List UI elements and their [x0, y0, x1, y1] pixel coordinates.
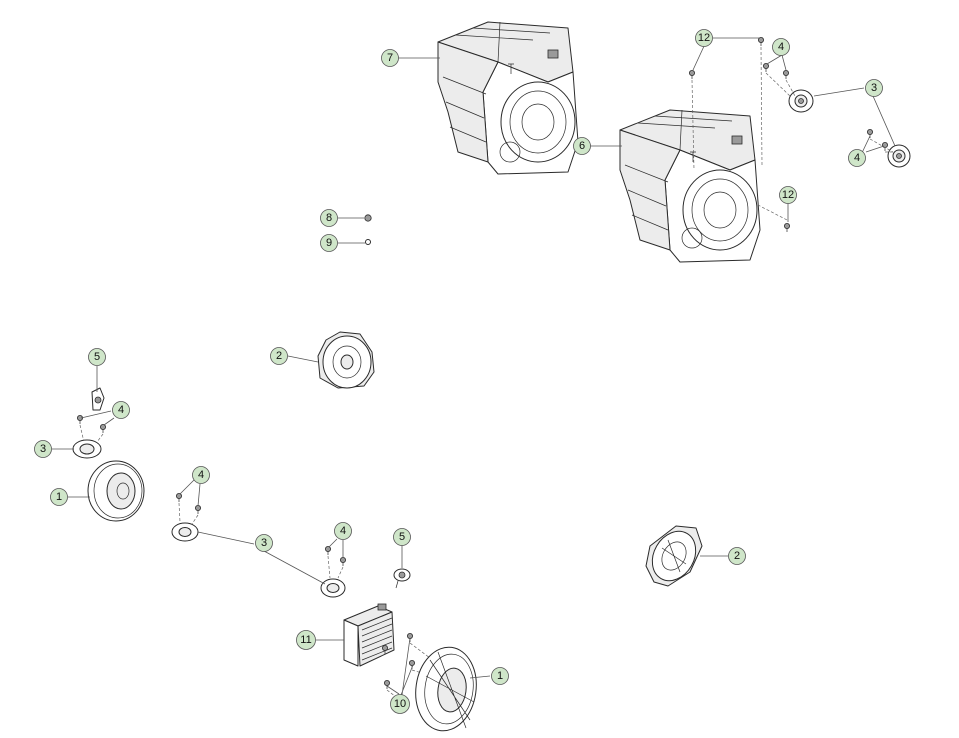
callout-1: 1 — [491, 667, 509, 685]
svg-text:6: 6 — [579, 140, 585, 152]
door-speaker-right — [415, 646, 477, 732]
callout-9: 9 — [320, 234, 338, 252]
tweeter-bracket-center — [393, 568, 411, 589]
callout-2: 2 — [728, 547, 746, 565]
screw-4-b — [783, 70, 789, 80]
callout-10: 10 — [390, 694, 410, 714]
svg-text:2: 2 — [734, 550, 740, 562]
svg-text:5: 5 — [94, 351, 100, 363]
tweeter-right-lower — [887, 144, 911, 168]
svg-text:9: 9 — [326, 237, 332, 249]
amplifier — [343, 603, 395, 667]
svg-text:8: 8 — [326, 212, 332, 224]
svg-text:1: 1 — [497, 670, 503, 682]
screw-4-j — [339, 557, 347, 567]
leader-lines — [52, 37, 896, 696]
rear-speaker-right — [645, 525, 703, 587]
callout-1: 1 — [50, 488, 68, 506]
screw-10-d — [383, 680, 391, 690]
rear-speaker-left — [317, 331, 375, 389]
svg-text:3: 3 — [871, 82, 877, 94]
callout-4: 4 — [112, 401, 130, 419]
screw-12-left — [689, 70, 695, 80]
svg-text:3: 3 — [261, 537, 267, 549]
svg-text:4: 4 — [198, 469, 204, 481]
svg-text:12: 12 — [698, 32, 710, 44]
svg-text:4: 4 — [118, 404, 124, 416]
svg-text:2: 2 — [276, 350, 282, 362]
svg-text:10: 10 — [394, 698, 406, 710]
callout-6: 6 — [573, 137, 591, 155]
screw-4-h — [194, 504, 202, 515]
screw-4-f — [100, 423, 106, 434]
callout-12: 12 — [779, 186, 797, 204]
callout-8: 8 — [320, 209, 338, 227]
svg-text:7: 7 — [387, 52, 393, 64]
callout-2: 2 — [270, 347, 288, 365]
svg-text:4: 4 — [778, 41, 784, 53]
callout-4: 4 — [192, 466, 210, 484]
callout-4: 4 — [848, 149, 866, 167]
svg-text:11: 11 — [300, 634, 311, 646]
svg-text:12: 12 — [782, 189, 794, 201]
screw-12-top — [758, 37, 764, 47]
callout-5: 5 — [393, 528, 411, 546]
svg-text:5: 5 — [399, 531, 405, 543]
subwoofer-enclosure-6 — [619, 109, 761, 263]
callout-3: 3 — [255, 534, 273, 552]
callout-7: 7 — [381, 49, 399, 67]
callout-11: 11 — [296, 630, 316, 650]
washer-9 — [365, 239, 371, 245]
tweeter-middle-left — [171, 522, 199, 542]
svg-text:1: 1 — [56, 491, 62, 503]
callout-5: 5 — [88, 348, 106, 366]
callout-3: 3 — [865, 79, 883, 97]
callout-3: 3 — [34, 440, 52, 458]
callout-4: 4 — [334, 522, 352, 540]
screw-12-right — [784, 222, 790, 233]
nut-8 — [364, 214, 372, 222]
svg-text:4: 4 — [340, 525, 346, 537]
screw-4-i — [324, 546, 332, 556]
tweeter-center — [320, 578, 346, 598]
tweeter-bracket-left — [91, 387, 105, 411]
callouts: 7 12 4 3 4 6 12 8 — [34, 29, 883, 714]
door-speaker-left — [87, 460, 145, 522]
callout-4: 4 — [772, 38, 790, 56]
callout-12: 12 — [695, 29, 713, 47]
screw-4-a — [763, 63, 769, 73]
tweeter-left — [72, 439, 102, 459]
svg-text:4: 4 — [854, 152, 860, 164]
tweeter-right-upper — [788, 89, 814, 113]
subwoofer-enclosure-7 — [437, 21, 579, 175]
svg-text:3: 3 — [40, 443, 46, 455]
screw-4-g — [175, 492, 183, 503]
screw-4-e — [77, 414, 83, 425]
